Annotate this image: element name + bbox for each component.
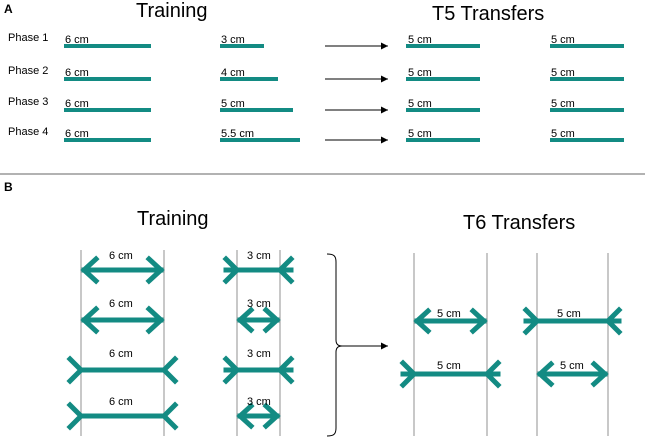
transfer-line-left-label: 5 cm	[408, 34, 432, 46]
panel-b-letter: B	[4, 180, 13, 194]
standard-line-label: 6 cm	[65, 128, 89, 140]
muller-lyer-figure	[399, 359, 502, 389]
figure-label: 6 cm	[109, 348, 133, 360]
comparison-line-label: 5 cm	[221, 98, 245, 110]
panel-a-training-title: Training	[136, 0, 208, 22]
standard-line-label: 6 cm	[65, 67, 89, 79]
figure-label: 3 cm	[247, 396, 271, 408]
comparison-line-label: 3 cm	[221, 34, 245, 46]
comparison-line	[220, 44, 264, 48]
transfer-line-right	[550, 77, 624, 81]
panel-a-transfer-title: T5 Transfers	[432, 3, 545, 25]
transfer-line-right-label: 5 cm	[551, 98, 575, 110]
transfer-line-left	[406, 44, 480, 48]
transfer-line-right-label: 5 cm	[551, 67, 575, 79]
transfer-line-right	[550, 108, 624, 112]
panel-b-training-title: Training	[137, 208, 209, 230]
transfer-line-left-label: 5 cm	[408, 98, 432, 110]
muller-lyer-figure	[413, 307, 488, 335]
figure-label: 5 cm	[437, 308, 461, 320]
phase-1-label: Phase 1	[8, 32, 49, 44]
transfer-line-right-label: 5 cm	[551, 34, 575, 46]
grouping-brace	[326, 253, 343, 437]
figure-label: 3 cm	[247, 348, 271, 360]
phase-2-label: Phase 2	[8, 65, 49, 77]
standard-line	[64, 77, 151, 81]
muller-lyer-figure	[80, 305, 165, 335]
transfer-line-left-label: 5 cm	[408, 67, 432, 79]
comparison-line	[220, 108, 293, 112]
standard-line	[64, 44, 151, 48]
figure-label: 6 cm	[109, 298, 133, 310]
comparison-line-label: 4 cm	[221, 67, 245, 79]
figure-label: 3 cm	[247, 298, 271, 310]
transfer-line-right	[550, 44, 624, 48]
transfer-line-right	[550, 138, 624, 142]
figure-label: 5 cm	[437, 360, 461, 372]
transfer-line-left	[406, 108, 480, 112]
figure-label: 6 cm	[109, 250, 133, 262]
muller-lyer-figure	[236, 402, 281, 430]
comparison-line	[220, 77, 278, 81]
figure-label: 3 cm	[247, 250, 271, 262]
guide-lines	[80, 250, 609, 436]
figure-label: 6 cm	[109, 396, 133, 408]
muller-lyer-figure	[222, 255, 295, 285]
muller-lyer-figure	[66, 355, 179, 385]
muller-lyer-figure	[536, 360, 609, 388]
comparison-line-label: 5.5 cm	[221, 128, 255, 140]
phase-4-label: Phase 4	[8, 126, 49, 138]
standard-line	[64, 138, 151, 142]
panel-b-transfer-title: T6 Transfers	[463, 212, 576, 234]
standard-line-label: 6 cm	[65, 98, 89, 110]
standard-line	[64, 108, 151, 112]
transfer-line-left	[406, 138, 480, 142]
muller-lyer-figure	[222, 355, 295, 385]
figure-label: 5 cm	[557, 308, 581, 320]
panel-a-letter: A	[4, 2, 13, 16]
transfer-line-right-label: 5 cm	[551, 128, 575, 140]
transfer-line-left-label: 5 cm	[408, 128, 432, 140]
muller-lyer-figure	[236, 306, 281, 334]
muller-lyer-figure	[80, 255, 165, 285]
muller-lyer-figure	[66, 401, 179, 431]
figure-label: 5 cm	[560, 360, 584, 372]
standard-line-label: 6 cm	[65, 34, 89, 46]
muller-lyer-figure	[522, 306, 623, 336]
phase-3-label: Phase 3	[8, 96, 49, 108]
transfer-line-left	[406, 77, 480, 81]
comparison-line	[220, 138, 300, 142]
